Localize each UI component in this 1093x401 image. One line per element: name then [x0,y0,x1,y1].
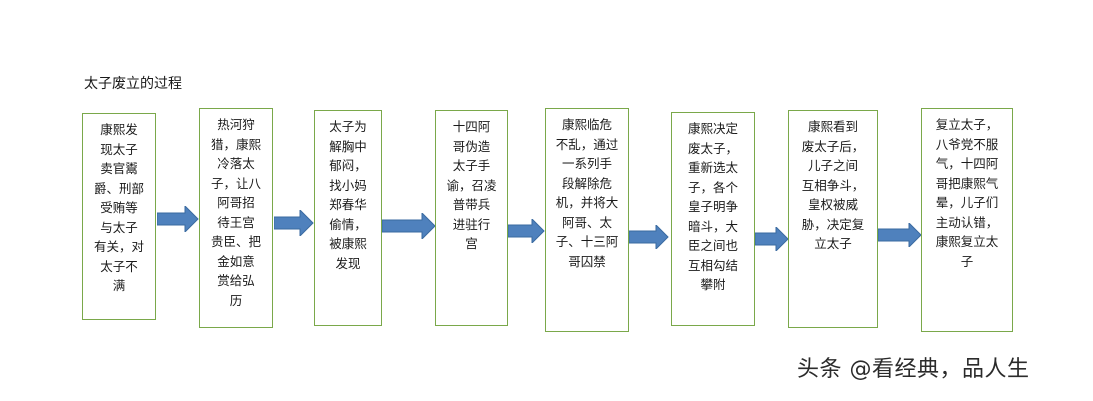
step-box-3: 太子为 解胸中 郁闷， 找小妈 郑春华 偷情， 被康熙 发现 [314,110,382,326]
step-box-8: 复立太子， 八爷党不服 气，十四阿 哥把康熙气 晕，儿子们 主动认错， 康熙复立… [921,108,1013,332]
step-box-6: 康熙决定 废太子， 重新选太 子，各个 皇子明争 暗斗，大 臣之间也 互相勾结 … [671,112,755,326]
arrow-right-icon [508,219,545,243]
watermark-text: 头条 @看经典，品人生 [797,357,1030,382]
step-box-5: 康熙临危 不乱，通过 一系列手 段解除危 机，并将大 阿哥、太 子、十三阿 哥囚… [545,108,629,332]
arrow-right-icon [755,227,789,251]
arrow-right-icon [382,213,436,239]
arrow-right-icon [629,225,669,249]
arrow-right-icon [157,206,199,232]
arrow-right-icon [274,210,314,236]
step-box-4: 十四阿 哥伪造 太子手 谕，召凌 普带兵 进驻行 宫 [435,110,508,326]
diagram-title: 太子废立的过程 [84,76,182,92]
step-box-2: 热河狩 猎，康熙 冷落太 子，让八 阿哥招 待王宫 贵臣、把 金如意 赏给弘 历 [199,108,273,328]
step-box-7: 康熙看到 废太子后， 儿子之间 互相争斗， 皇权被威 胁，决定复 立太子 [788,110,878,328]
step-box-1: 康熙发 现太子 卖官鬻 爵、刑部 受贿等 与太子 有关，对 太子不 满 [82,113,156,320]
arrow-right-icon [878,223,922,247]
